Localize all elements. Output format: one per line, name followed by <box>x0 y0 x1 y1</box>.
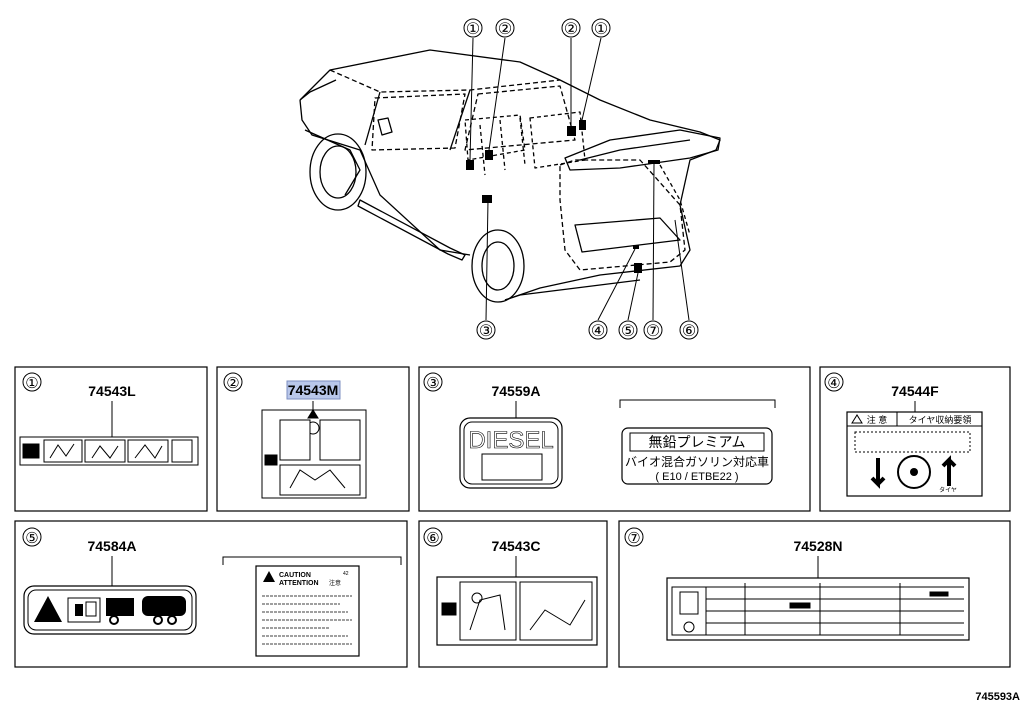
panel-4[interactable]: ④ 74544F 注 意 タイヤ収納要領 タイヤ <box>819 366 1011 512</box>
callout-number: ⑥ <box>682 323 696 340</box>
diagram-code: 745593A <box>975 691 1020 703</box>
towing-label <box>23 585 197 635</box>
panel-6[interactable]: ⑥ 74543C <box>418 520 608 668</box>
tire-header-left: 注 意 <box>867 414 888 425</box>
vehicle-label-markers <box>466 120 660 273</box>
panel-5[interactable]: ⑤ 74584A CAUTION ATTENTION 注意 42 <box>14 520 408 668</box>
caution-text: CAUTION <box>279 572 311 579</box>
premium-line1: バイオ混合ガソリン対応車 <box>625 454 769 469</box>
part-number: 74544F <box>891 383 939 399</box>
premium-line2: ( E10 / ETBE22 ) <box>655 471 738 483</box>
panel-2[interactable]: ② 74543M <box>216 366 410 512</box>
label-74543M-drawing <box>261 409 367 499</box>
part-number: 74543L <box>88 383 136 399</box>
panel-number: ② <box>226 375 239 392</box>
panel-1[interactable]: ① 74543L <box>14 366 208 512</box>
caution-code: 42 <box>343 571 349 577</box>
callout-1-top-left: ① <box>463 18 483 38</box>
callout-5: ⑤ <box>618 320 638 340</box>
panel-3[interactable]: ③ 74559A DIESEL 無鉛プレミアム バイオ混合ガソリン対応車 ( E… <box>418 366 811 512</box>
tire-header-right: タイヤ収納要領 <box>909 414 972 425</box>
callout-2-top-left: ② <box>495 18 515 38</box>
callouts-bottom: ③ ④ ⑤ ⑦ ⑥ <box>476 320 699 340</box>
part-number: 74584A <box>87 538 136 554</box>
panel-number: ③ <box>426 375 439 392</box>
diesel-label: DIESEL <box>459 417 563 489</box>
callout-1-top-right: ① <box>591 18 611 38</box>
part-highlight <box>286 380 341 400</box>
callout-number: ② <box>498 21 512 38</box>
part-number[interactable]: 74543M <box>288 382 339 398</box>
callout-7: ⑦ <box>643 320 663 340</box>
callout-number: ⑤ <box>621 323 635 340</box>
panel-number: ① <box>25 375 38 392</box>
callouts-top: ① ② ② ① <box>463 18 611 38</box>
diesel-text: DIESEL <box>468 427 553 454</box>
panel-number: ⑦ <box>627 530 640 547</box>
premium-title: 無鉛プレミアム <box>648 434 745 450</box>
part-number: 74559A <box>491 383 540 399</box>
panel-number: ⑤ <box>25 530 38 547</box>
callout-number: ① <box>466 21 480 38</box>
attention-text: ATTENTION <box>279 580 319 587</box>
tire-small-text: タイヤ <box>939 486 957 494</box>
callout-number: ③ <box>479 323 493 340</box>
callout-2-top-right: ② <box>561 18 581 38</box>
callout-number: ⑦ <box>646 323 660 340</box>
part-number: 74543C <box>491 538 540 554</box>
vehicle-illustration <box>299 49 721 303</box>
caution-jp-text: 注意 <box>329 579 341 587</box>
panel-number: ④ <box>827 375 840 392</box>
callout-number: ④ <box>591 323 605 340</box>
caution-label: CAUTION ATTENTION 注意 42 <box>255 565 360 657</box>
callout-number: ② <box>564 21 578 38</box>
part-number: 74528N <box>793 538 842 554</box>
seat-label <box>436 576 598 646</box>
tire-storage-label: 注 意 タイヤ収納要領 タイヤ <box>846 411 983 497</box>
leader-lines <box>469 37 690 321</box>
callout-3: ③ <box>476 320 496 340</box>
info-label <box>666 577 970 641</box>
callout-number: ① <box>594 21 608 38</box>
callout-6: ⑥ <box>679 320 699 340</box>
panel-7[interactable]: ⑦ 74528N <box>618 520 1011 668</box>
label-74543L-drawing <box>19 436 199 466</box>
premium-fuel-label: 無鉛プレミアム バイオ混合ガソリン対応車 ( E10 / ETBE22 ) <box>621 427 773 485</box>
panel-number: ⑥ <box>426 530 439 547</box>
callout-4: ④ <box>588 320 608 340</box>
